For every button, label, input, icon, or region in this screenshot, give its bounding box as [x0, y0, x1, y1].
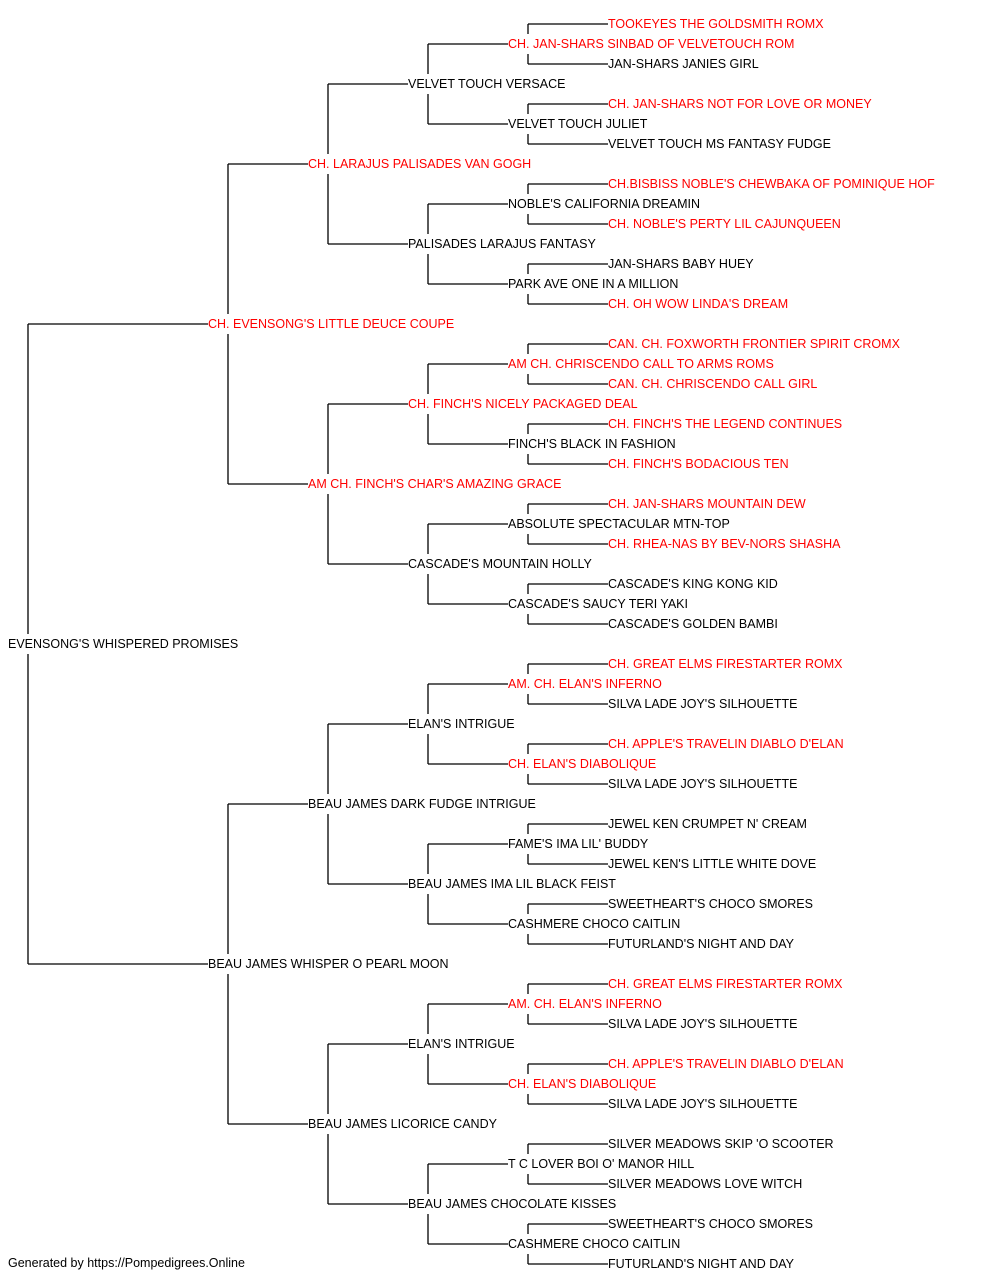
- dog-dam-dam-sire-sire-sire-name: CH. GREAT ELMS FIRESTARTER ROMX: [608, 977, 843, 991]
- dog-sire-sire-sire-dam-dam-name: VELVET TOUCH MS FANTASY FUDGE: [608, 137, 831, 151]
- dog-dam-sire-dam-sire-name: FAME'S IMA LIL' BUDDY: [508, 837, 649, 851]
- dog-sire-sire-dam-dam-dam-name: CH. OH WOW LINDA'S DREAM: [608, 297, 788, 311]
- dog-dam-sire-dam-dam-sire-name: SWEETHEART'S CHOCO SMORES: [608, 897, 813, 911]
- dog-sire-dam-sire-sire-dam-name: CAN. CH. CHRISCENDO CALL GIRL: [608, 377, 817, 391]
- dog-sire-sire-name: CH. LARAJUS PALISADES VAN GOGH: [308, 157, 531, 171]
- dog-sire-sire-dam-sire-dam-name: CH. NOBLE'S PERTY LIL CAJUNQUEEN: [608, 217, 841, 231]
- dog-sire-dam-sire-dam-sire-name: CH. FINCH'S THE LEGEND CONTINUES: [608, 417, 842, 431]
- dog-dam-sire-dam-sire-dam-name: JEWEL KEN'S LITTLE WHITE DOVE: [608, 857, 816, 871]
- dog-sire-sire-sire-dam-name: VELVET TOUCH JULIET: [508, 117, 648, 131]
- dog-dam-dam-dam-sire-sire-name: SILVER MEADOWS SKIP 'O SCOOTER: [608, 1137, 834, 1151]
- dog-sire-dam-sire-dam-dam-name: CH. FINCH'S BODACIOUS TEN: [608, 457, 789, 471]
- dog-sire-sire-dam-sire-sire-name: CH.BISBISS NOBLE'S CHEWBAKA OF POMINIQUE…: [608, 177, 935, 191]
- dog-sire-dam-dam-dam-dam-name: CASCADE'S GOLDEN BAMBI: [608, 617, 778, 631]
- dog-dam-dam-dam-name: BEAU JAMES CHOCOLATE KISSES: [408, 1197, 616, 1211]
- dog-dam-sire-sire-sire-dam-name: SILVA LADE JOY'S SILHOUETTE: [608, 697, 797, 711]
- dog-dam-dam-sire-name: ELAN'S INTRIGUE: [408, 1037, 515, 1051]
- dog-sire-dam-dam-sire-dam-name: CH. RHEA-NAS BY BEV-NORS SHASHA: [608, 537, 841, 551]
- dog-dam-sire-sire-dam-name: CH. ELAN'S DIABOLIQUE: [508, 757, 656, 771]
- dog-sire-dam-sire-sire-sire-name: CAN. CH. FOXWORTH FRONTIER SPIRIT CROMX: [608, 337, 901, 351]
- dog-sire-sire-sire-sire-sire-name: TOOKEYES THE GOLDSMITH ROMX: [608, 17, 824, 31]
- dog-dam-name: BEAU JAMES WHISPER O PEARL MOON: [208, 957, 449, 971]
- dog-name: EVENSONG'S WHISPERED PROMISES: [8, 637, 238, 651]
- dog-dam-dam-sire-dam-name: CH. ELAN'S DIABOLIQUE: [508, 1077, 656, 1091]
- dog-dam-sire-dam-name: BEAU JAMES IMA LIL BLACK FEIST: [408, 877, 616, 891]
- dog-sire-name: CH. EVENSONG'S LITTLE DEUCE COUPE: [208, 317, 454, 331]
- dog-sire-dam-dam-sire-sire-name: CH. JAN-SHARS MOUNTAIN DEW: [608, 497, 806, 511]
- dog-dam-sire-dam-sire-sire-name: JEWEL KEN CRUMPET N' CREAM: [608, 817, 807, 831]
- dog-sire-dam-sire-sire-name: AM CH. CHRISCENDO CALL TO ARMS ROMS: [508, 357, 774, 371]
- dog-sire-sire-dam-dam-name: PARK AVE ONE IN A MILLION: [508, 277, 678, 291]
- dog-dam-dam-sire-dam-sire-name: CH. APPLE'S TRAVELIN DIABLO D'ELAN: [608, 1057, 844, 1071]
- dog-dam-sire-sire-sire-name: AM. CH. ELAN'S INFERNO: [508, 677, 662, 691]
- dog-dam-sire-name: BEAU JAMES DARK FUDGE INTRIGUE: [308, 797, 536, 811]
- dog-sire-dam-sire-name: CH. FINCH'S NICELY PACKAGED DEAL: [408, 397, 638, 411]
- dog-sire-dam-dam-sire-name: ABSOLUTE SPECTACULAR MTN-TOP: [508, 517, 730, 531]
- dog-dam-sire-dam-dam-dam-name: FUTURLAND'S NIGHT AND DAY: [608, 937, 795, 951]
- dog-dam-dam-name: BEAU JAMES LICORICE CANDY: [308, 1117, 498, 1131]
- dog-sire-dam-sire-dam-name: FINCH'S BLACK IN FASHION: [508, 437, 676, 451]
- dog-sire-dam-dam-dam-name: CASCADE'S SAUCY TERI YAKI: [508, 597, 688, 611]
- dog-sire-sire-sire-dam-sire-name: CH. JAN-SHARS NOT FOR LOVE OR MONEY: [608, 97, 872, 111]
- dog-dam-dam-dam-dam-name: CASHMERE CHOCO CAITLIN: [508, 1237, 680, 1251]
- footer-credit: Generated by https://Pompedigrees.Online: [8, 1256, 245, 1270]
- dog-sire-sire-dam-sire-name: NOBLE'S CALIFORNIA DREAMIN: [508, 197, 700, 211]
- dog-sire-sire-sire-name: VELVET TOUCH VERSACE: [408, 77, 565, 91]
- dog-dam-dam-dam-dam-dam-name: FUTURLAND'S NIGHT AND DAY: [608, 1257, 795, 1271]
- dog-dam-sire-sire-dam-sire-name: CH. APPLE'S TRAVELIN DIABLO D'ELAN: [608, 737, 844, 751]
- dog-sire-sire-dam-dam-sire-name: JAN-SHARS BABY HUEY: [608, 257, 754, 271]
- dog-dam-sire-dam-dam-name: CASHMERE CHOCO CAITLIN: [508, 917, 680, 931]
- dog-sire-sire-sire-sire-dam-name: JAN-SHARS JANIES GIRL: [608, 57, 759, 71]
- dog-dam-dam-dam-sire-name: T C LOVER BOI O' MANOR HILL: [508, 1157, 694, 1171]
- dog-sire-sire-sire-sire-name: CH. JAN-SHARS SINBAD OF VELVETOUCH ROM: [508, 37, 794, 51]
- dog-dam-dam-sire-sire-dam-name: SILVA LADE JOY'S SILHOUETTE: [608, 1017, 797, 1031]
- dog-sire-dam-dam-name: CASCADE'S MOUNTAIN HOLLY: [408, 557, 593, 571]
- dog-dam-dam-sire-dam-dam-name: SILVA LADE JOY'S SILHOUETTE: [608, 1097, 797, 1111]
- dog-dam-dam-dam-dam-sire-name: SWEETHEART'S CHOCO SMORES: [608, 1217, 813, 1231]
- dog-sire-sire-dam-name: PALISADES LARAJUS FANTASY: [408, 237, 596, 251]
- dog-dam-dam-sire-sire-name: AM. CH. ELAN'S INFERNO: [508, 997, 662, 1011]
- dog-sire-dam-dam-dam-sire-name: CASCADE'S KING KONG KID: [608, 577, 778, 591]
- dog-sire-dam-name: AM CH. FINCH'S CHAR'S AMAZING GRACE: [308, 477, 561, 491]
- dog-dam-sire-sire-sire-sire-name: CH. GREAT ELMS FIRESTARTER ROMX: [608, 657, 843, 671]
- dog-dam-dam-dam-sire-dam-name: SILVER MEADOWS LOVE WITCH: [608, 1177, 802, 1191]
- dog-dam-sire-sire-dam-dam-name: SILVA LADE JOY'S SILHOUETTE: [608, 777, 797, 791]
- dog-dam-sire-sire-name: ELAN'S INTRIGUE: [408, 717, 515, 731]
